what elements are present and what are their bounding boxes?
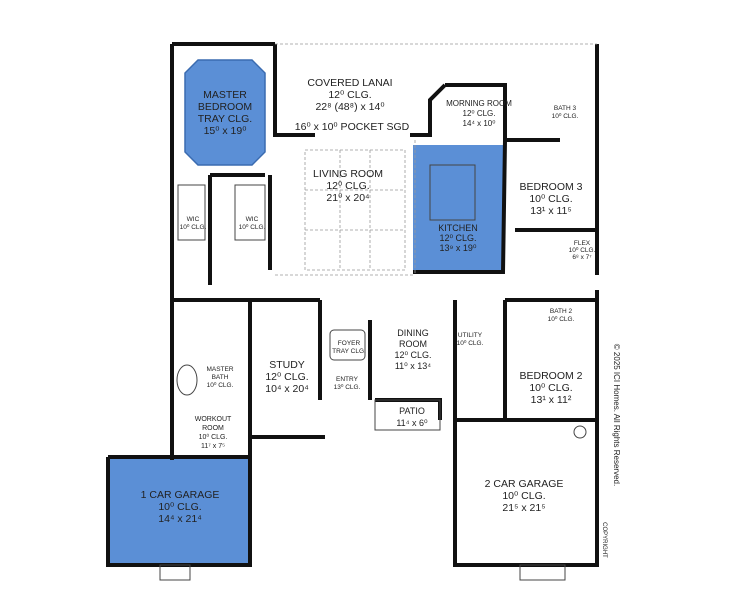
room-ceiling: 12⁰ CLG. <box>328 89 371 101</box>
room-utility: UTILITY 10⁰ CLG. <box>457 332 484 347</box>
room-ceiling: 12⁰ CLG. <box>265 371 308 383</box>
room-covered-lanai: COVERED LANAI 12⁰ CLG. 22⁸ (48⁸) x 14⁰ 1… <box>295 77 410 133</box>
room-size: 14⁴ x 21⁴ <box>158 513 201 525</box>
room-size: 21⁵ x 21⁵ <box>502 502 545 514</box>
room-name: BATH 3 <box>554 105 577 112</box>
room-ceiling: 10⁰ CLG. <box>207 381 234 389</box>
room-flex: FLEX 10⁰ CLG. 6⁸ x 7⁷ <box>569 240 596 261</box>
room-morning-room: MORNING ROOM 12⁰ CLG. 14⁴ x 10⁰ <box>446 99 512 128</box>
room-name: BEDROOM 3 <box>519 181 582 193</box>
copyright-stamp: COPYRIGHT <box>601 522 607 558</box>
room-name: ROOM <box>399 339 427 349</box>
room-name: ROOM <box>202 425 224 432</box>
room-name: 2 CAR GARAGE <box>485 478 564 490</box>
garage1-fill <box>110 458 250 564</box>
room-patio: PATIO 11⁴ x 6⁰ <box>396 406 428 428</box>
room-size: 14⁴ x 10⁰ <box>463 119 496 128</box>
room-ceiling: 12⁰ CLG. <box>326 180 369 192</box>
room-name: FLEX <box>574 240 591 247</box>
room-name: WIC <box>187 216 200 223</box>
room-name: UTILITY <box>458 332 483 339</box>
copyright-notice: © 2025 ICI Homes. All Rights Reserved. <box>612 344 621 486</box>
master-bedroom-fill <box>184 59 266 166</box>
room-name: MASTER <box>203 89 247 101</box>
room-bath3: BATH 3 10⁰ CLG. <box>552 105 579 120</box>
room-workout-room: WORKOUT ROOM 10⁰ CLG. 11⁷ x 7⁵ <box>195 416 232 450</box>
room-size: 13¹ x 11² <box>531 394 572 406</box>
room-size: 11⁴ x 6⁰ <box>396 418 428 428</box>
kitchen-fill <box>413 145 503 272</box>
room-ceiling: 12⁰ CLG. <box>463 109 496 118</box>
room-master-bath: MASTER BATH 10⁰ CLG. <box>206 366 233 389</box>
room-ceiling: 10⁰ CLG. <box>552 112 579 120</box>
room-name: STUDY <box>269 359 305 371</box>
room-name: DINING <box>397 328 429 338</box>
room-kitchen: KITCHEN 12⁰ CLG. 13⁹ x 19⁰ <box>438 223 478 253</box>
room-ceiling: 10⁰ CLG. <box>529 193 572 205</box>
room-ceiling: TRAY CLG. <box>198 113 252 125</box>
room-name: ENTRY <box>336 376 359 383</box>
room-size: 13¹ x 11⁵ <box>530 205 572 217</box>
room-wic-1: WIC 10⁰ CLG. <box>180 216 207 231</box>
room-size: 22⁸ (48⁸) x 14⁰ <box>315 101 385 113</box>
room-name: PATIO <box>399 406 425 416</box>
room-name: LIVING ROOM <box>313 168 383 180</box>
room-ceiling: 10⁰ CLG. <box>502 490 545 502</box>
room-garage1: 1 CAR GARAGE 10⁰ CLG. 14⁴ x 21⁴ <box>141 489 220 525</box>
room-size: 10⁴ x 20⁴ <box>265 383 308 395</box>
room-garage2: 2 CAR GARAGE 10⁰ CLG. 21⁵ x 21⁵ <box>485 478 564 514</box>
room-size: 11⁷ x 7⁵ <box>201 443 225 450</box>
room-ceiling: 12⁰ CLG. <box>439 233 476 243</box>
room-ceiling: 10⁰ CLG. <box>548 315 575 323</box>
room-name: BATH <box>212 374 229 381</box>
room-name: 1 CAR GARAGE <box>141 489 220 501</box>
room-size: 11⁰ x 13⁴ <box>395 361 431 371</box>
room-master-bedroom: MASTER BEDROOM TRAY CLG. 15⁰ x 19⁰ <box>198 89 252 137</box>
room-bedroom3: BEDROOM 3 10⁰ CLG. 13¹ x 11⁵ <box>519 181 582 217</box>
room-ceiling: 10⁰ CLG. <box>199 433 228 441</box>
room-ceiling: 12⁰ CLG. <box>394 350 431 360</box>
room-size: 15⁰ x 19⁰ <box>204 125 248 137</box>
room-foyer: FOYER TRAY CLG. <box>332 340 366 355</box>
room-ceiling: 10⁰ CLG. <box>529 382 572 394</box>
room-name: BATH 2 <box>550 308 573 315</box>
room-ceiling: 10⁰ CLG. <box>569 246 596 254</box>
room-size: 6⁸ x 7⁷ <box>572 254 592 261</box>
room-size: 21⁰ x 20⁴ <box>326 192 369 204</box>
room-entry: ENTRY 13⁰ CLG. <box>334 376 361 391</box>
room-name: WORKOUT <box>195 416 232 423</box>
room-size: 13⁹ x 19⁰ <box>440 243 477 253</box>
room-name: BEDROOM 2 <box>519 370 582 382</box>
room-name: BEDROOM <box>198 101 252 113</box>
room-name: WIC <box>246 216 259 223</box>
room-name: KITCHEN <box>438 223 478 233</box>
room-ceiling: 10⁰ CLG. <box>158 501 201 513</box>
room-ceiling: 10⁰ CLG. <box>180 223 207 231</box>
room-name: MASTER <box>206 366 233 373</box>
room-bedroom2: BEDROOM 2 10⁰ CLG. 13¹ x 11² <box>519 370 582 406</box>
door-label: 16⁰ x 10⁰ POCKET SGD <box>295 121 410 133</box>
room-ceiling: 10⁰ CLG. <box>457 339 484 347</box>
walls <box>106 42 599 567</box>
room-dining-room: DINING ROOM 12⁰ CLG. 11⁰ x 13⁴ <box>394 328 431 371</box>
room-study: STUDY 12⁰ CLG. 10⁴ x 20⁴ <box>265 359 308 395</box>
room-bath2: BATH 2 10⁰ CLG. <box>548 308 575 323</box>
room-name: MORNING ROOM <box>446 99 512 108</box>
room-name: FOYER <box>338 340 361 347</box>
room-ceiling: 10⁰ CLG. <box>239 223 266 231</box>
room-wic-2: WIC 10⁰ CLG. <box>239 216 266 231</box>
thin-lines <box>159 43 597 581</box>
room-name: COVERED LANAI <box>307 77 392 89</box>
room-living-room: LIVING ROOM 12⁰ CLG. 21⁰ x 20⁴ <box>313 168 383 204</box>
room-ceiling: 13⁰ CLG. <box>334 383 361 391</box>
room-ceiling: TRAY CLG. <box>332 348 366 355</box>
